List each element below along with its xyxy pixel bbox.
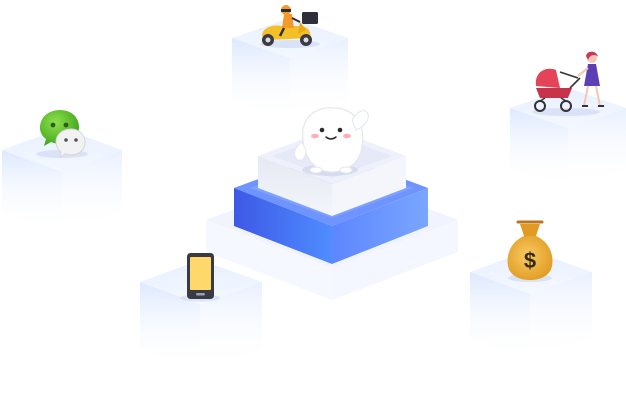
money-bag-icon: $ xyxy=(507,220,553,282)
pedestal-stroller xyxy=(510,88,626,188)
pedestal-phone xyxy=(140,260,262,370)
chat-bubbles-icon xyxy=(36,110,88,159)
delivery-scooter-icon xyxy=(260,5,320,48)
dollar-symbol: $ xyxy=(524,248,536,273)
pedestal-scooter xyxy=(232,18,348,120)
baby-stroller-icon xyxy=(532,51,604,116)
mobile-phone-icon xyxy=(180,253,220,302)
central-platform xyxy=(206,128,458,300)
mascot-icon xyxy=(294,107,369,176)
